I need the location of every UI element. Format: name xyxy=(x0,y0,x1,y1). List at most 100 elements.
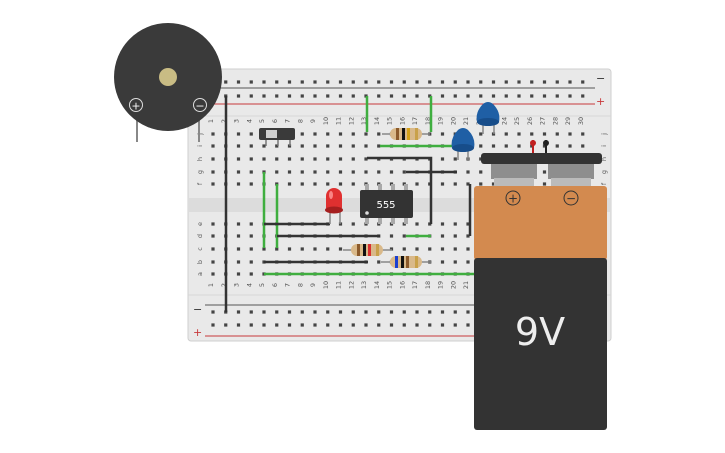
terminal-hole[interactable] xyxy=(364,132,368,136)
terminal-hole[interactable] xyxy=(236,222,241,226)
terminal-hole[interactable] xyxy=(517,132,521,136)
rail-hole[interactable] xyxy=(453,94,457,98)
rail-hole[interactable] xyxy=(287,310,292,314)
rail-hole[interactable] xyxy=(466,323,470,327)
terminal-hole[interactable] xyxy=(466,170,470,174)
rail-hole[interactable] xyxy=(313,80,317,84)
terminal-hole[interactable] xyxy=(211,182,215,186)
rail-hole[interactable] xyxy=(377,323,381,327)
rail-hole[interactable] xyxy=(275,80,279,84)
rail-hole[interactable] xyxy=(300,323,304,327)
terminal-hole[interactable] xyxy=(338,132,343,136)
terminal-hole[interactable] xyxy=(326,182,330,186)
terminal-hole[interactable] xyxy=(351,132,355,136)
terminal-hole[interactable] xyxy=(300,132,304,136)
rail-hole[interactable] xyxy=(440,94,445,98)
terminal-hole[interactable] xyxy=(338,144,343,148)
rail-hole[interactable] xyxy=(313,323,317,327)
terminal-hole[interactable] xyxy=(491,182,496,186)
terminal-hole[interactable] xyxy=(389,234,394,238)
terminal-hole[interactable] xyxy=(236,132,241,136)
rail-hole[interactable] xyxy=(275,310,279,314)
terminal-hole[interactable] xyxy=(466,234,470,238)
terminal-hole[interactable] xyxy=(517,144,521,148)
rail-hole[interactable] xyxy=(249,80,253,84)
rail-hole[interactable] xyxy=(402,94,406,98)
terminal-hole[interactable] xyxy=(402,247,406,251)
rail-hole[interactable] xyxy=(236,94,241,98)
rail-hole[interactable] xyxy=(402,310,406,314)
rail-hole[interactable] xyxy=(275,94,279,98)
rail-hole[interactable] xyxy=(479,80,483,84)
terminal-hole[interactable] xyxy=(249,170,253,174)
terminal-hole[interactable] xyxy=(236,170,241,174)
terminal-hole[interactable] xyxy=(313,247,317,251)
rail-hole[interactable] xyxy=(466,80,470,84)
rail-hole[interactable] xyxy=(530,94,534,98)
terminal-hole[interactable] xyxy=(338,157,343,161)
rail-hole[interactable] xyxy=(517,94,521,98)
terminal-hole[interactable] xyxy=(389,247,394,251)
rail-hole[interactable] xyxy=(389,323,394,327)
terminal-hole[interactable] xyxy=(249,132,253,136)
terminal-hole[interactable] xyxy=(300,157,304,161)
wire-black-control[interactable] xyxy=(367,156,433,224)
terminal-hole[interactable] xyxy=(581,144,585,148)
terminal-hole[interactable] xyxy=(236,260,241,264)
rail-hole[interactable] xyxy=(568,94,572,98)
rail-hole[interactable] xyxy=(453,323,457,327)
terminal-hole[interactable] xyxy=(351,182,355,186)
rail-hole[interactable] xyxy=(581,94,585,98)
terminal-hole[interactable] xyxy=(504,132,508,136)
rail-hole[interactable] xyxy=(466,310,470,314)
terminal-hole[interactable] xyxy=(313,170,317,174)
rail-hole[interactable] xyxy=(453,80,457,84)
rail-hole[interactable] xyxy=(338,80,343,84)
terminal-hole[interactable] xyxy=(338,182,343,186)
rail-hole[interactable] xyxy=(542,94,547,98)
terminal-hole[interactable] xyxy=(211,157,215,161)
terminal-hole[interactable] xyxy=(542,144,547,148)
terminal-hole[interactable] xyxy=(440,132,445,136)
terminal-hole[interactable] xyxy=(440,222,445,226)
red-led[interactable] xyxy=(325,188,343,224)
terminal-hole[interactable] xyxy=(211,272,215,276)
terminal-hole[interactable] xyxy=(479,157,483,161)
terminal-hole[interactable] xyxy=(453,247,457,251)
terminal-hole[interactable] xyxy=(440,182,445,186)
terminal-hole[interactable] xyxy=(236,144,241,148)
rail-hole[interactable] xyxy=(338,323,343,327)
terminal-hole[interactable] xyxy=(211,132,215,136)
rail-hole[interactable] xyxy=(262,323,266,327)
rail-hole[interactable] xyxy=(402,323,406,327)
resistor-middle[interactable] xyxy=(343,244,392,256)
terminal-hole[interactable] xyxy=(428,247,432,251)
terminal-hole[interactable] xyxy=(466,222,470,226)
rail-hole[interactable] xyxy=(236,310,241,314)
rail-hole[interactable] xyxy=(262,310,266,314)
terminal-hole[interactable] xyxy=(351,222,355,226)
terminal-hole[interactable] xyxy=(313,157,317,161)
terminal-hole[interactable] xyxy=(326,247,330,251)
terminal-hole[interactable] xyxy=(377,144,381,148)
rail-hole[interactable] xyxy=(428,80,432,84)
rail-hole[interactable] xyxy=(326,310,330,314)
rail-hole[interactable] xyxy=(326,80,330,84)
rail-hole[interactable] xyxy=(236,80,241,84)
rail-hole[interactable] xyxy=(517,80,521,84)
terminal-hole[interactable] xyxy=(275,144,279,148)
terminal-hole[interactable] xyxy=(211,260,215,264)
rail-hole[interactable] xyxy=(568,80,572,84)
terminal-hole[interactable] xyxy=(275,247,279,251)
terminal-hole[interactable] xyxy=(377,132,381,136)
terminal-hole[interactable] xyxy=(211,144,215,148)
terminal-hole[interactable] xyxy=(326,170,330,174)
terminal-hole[interactable] xyxy=(402,234,406,238)
rail-hole[interactable] xyxy=(555,94,559,98)
terminal-hole[interactable] xyxy=(453,222,457,226)
terminal-hole[interactable] xyxy=(453,157,457,161)
terminal-hole[interactable] xyxy=(275,157,279,161)
terminal-hole[interactable] xyxy=(466,260,470,264)
rail-hole[interactable] xyxy=(224,323,228,327)
